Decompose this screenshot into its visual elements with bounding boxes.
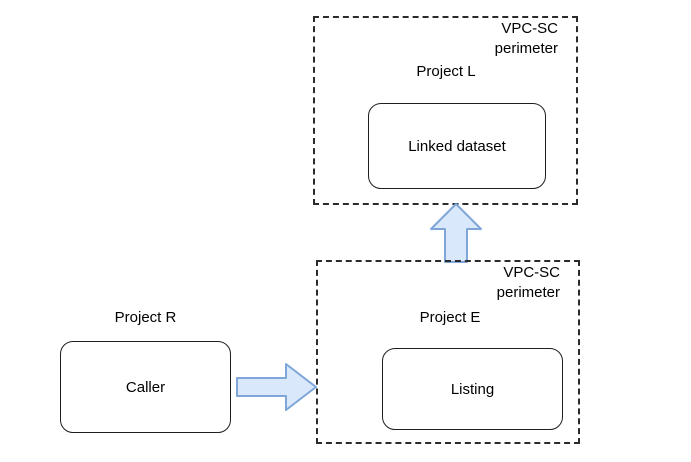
arrow-listing-to-linked-dataset-icon [430,203,482,263]
vpc-sc-perimeter-label-upper: VPC-SC perimeter [398,19,558,59]
node-linked-dataset[interactable]: Linked dataset [368,103,546,189]
vpc-sc-perimeter-project-l [313,16,578,205]
node-linked-dataset-label: Linked dataset [408,137,506,155]
node-listing[interactable]: Listing [382,348,563,430]
vpc-sc-label-line1: VPC-SC [501,20,558,37]
project-l-label: Project L [416,63,476,80]
project-r-label: Project R [114,309,177,326]
vpc-sc-perimeter-project-e [316,260,580,444]
project-e-label: Project E [419,309,481,326]
vpc-sc-label-line2: perimeter [496,284,560,301]
node-listing-label: Listing [450,380,495,398]
node-caller-label: Caller [125,378,166,396]
node-caller[interactable]: Caller [60,341,231,433]
vpc-sc-label-line2: perimeter [494,40,558,57]
vpc-sc-perimeter-label-lower: VPC-SC perimeter [400,263,560,303]
vpc-sc-label-line1: VPC-SC [503,264,560,281]
arrow-caller-to-listing-icon [236,363,317,411]
